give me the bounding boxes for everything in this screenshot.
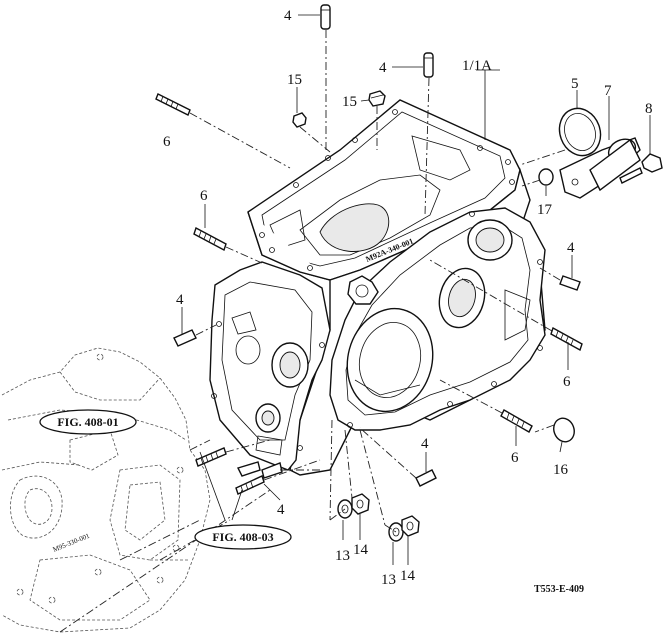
plug-part-16 xyxy=(553,417,575,443)
parts xyxy=(155,4,663,542)
callout-14-upper: 14 xyxy=(353,542,369,558)
callout-6-top: 6 xyxy=(163,134,171,150)
pin-part-4-bottom xyxy=(237,461,283,479)
callout-4-lower: 4 xyxy=(421,436,429,452)
pin-part-4-top xyxy=(320,4,331,30)
diagram-code: T553-E-409 xyxy=(534,584,584,595)
callout-4-left: 4 xyxy=(176,292,184,308)
stud-part-6-left xyxy=(193,226,227,252)
figure-ref-408-01-label: FIG. 408-01 xyxy=(57,415,118,429)
callout-14-lower: 14 xyxy=(400,568,416,584)
assembly-lines xyxy=(59,30,566,633)
stud-part-6-lower xyxy=(500,409,533,433)
ghost-casting-mark: M95-330-001 xyxy=(52,532,92,554)
callout-13-lower: 13 xyxy=(381,572,396,588)
callout-4-right: 4 xyxy=(567,240,575,256)
figure-ref-408-01[interactable]: FIG. 408-01 xyxy=(39,409,137,435)
rim-bolt-holes xyxy=(211,109,543,451)
plug-part-15-center xyxy=(368,90,386,107)
washer-nut-13-14-upper xyxy=(337,493,370,519)
pin-part-4-lower xyxy=(415,469,437,487)
callout-4-upper: 4 xyxy=(379,60,387,76)
callout-15-left: 15 xyxy=(287,72,302,88)
figure-ref-408-03-label: FIG. 408-03 xyxy=(212,530,273,544)
seal-ring-part-5 xyxy=(558,107,602,157)
callout-15-center: 15 xyxy=(342,94,357,110)
callout-17: 17 xyxy=(537,202,553,218)
washer-nut-13-14-lower xyxy=(388,515,420,542)
leader-lines xyxy=(181,14,651,565)
plug-part-17 xyxy=(538,168,554,186)
callout-8: 8 xyxy=(645,101,653,117)
callout-4-top: 4 xyxy=(284,8,292,24)
callout-7: 7 xyxy=(604,83,612,99)
callout-6-lower: 6 xyxy=(511,450,519,466)
callout-labels: 4 4 1/1A 15 15 5 7 8 6 17 6 4 4 6 4 6 16… xyxy=(163,8,653,588)
pin-part-4-right xyxy=(559,275,581,291)
stud-part-6-right xyxy=(550,326,583,352)
pin-part-4-upper xyxy=(423,52,434,78)
plug-part-15-left xyxy=(292,112,307,128)
callout-16: 16 xyxy=(553,462,569,478)
figure-ref-408-03[interactable]: FIG. 408-03 xyxy=(194,524,292,550)
callout-6-right: 6 xyxy=(563,374,571,390)
stud-part-6-top xyxy=(155,93,191,116)
callout-6-left: 6 xyxy=(200,188,208,204)
adjacent-housing-ghost: M95-330-001 xyxy=(1,347,211,633)
callout-1-1a: 1/1A xyxy=(462,58,492,74)
bolt-part-8 xyxy=(619,153,663,184)
cover-part-7 xyxy=(559,137,641,199)
pin-part-4-left xyxy=(173,329,197,347)
callout-13-upper: 13 xyxy=(335,548,350,564)
callout-4-bottom: 4 xyxy=(277,502,285,518)
callout-5: 5 xyxy=(571,76,579,92)
transmission-housing: M92A-340-001 xyxy=(209,99,546,476)
